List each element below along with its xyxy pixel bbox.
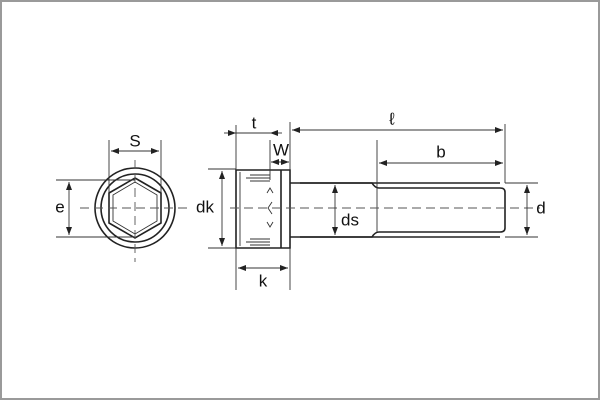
label-t: t: [252, 113, 257, 132]
label-ds: ds: [341, 210, 359, 229]
label-dk: dk: [196, 197, 214, 216]
side-view: [208, 122, 540, 290]
label-e: e: [55, 197, 64, 216]
label-w: W: [273, 140, 289, 159]
label-b: b: [436, 142, 445, 161]
label-l: ℓ: [388, 109, 395, 128]
label-d: d: [536, 198, 545, 217]
end-view: [56, 140, 190, 262]
label-k: k: [259, 271, 268, 290]
label-s: S: [129, 131, 140, 150]
